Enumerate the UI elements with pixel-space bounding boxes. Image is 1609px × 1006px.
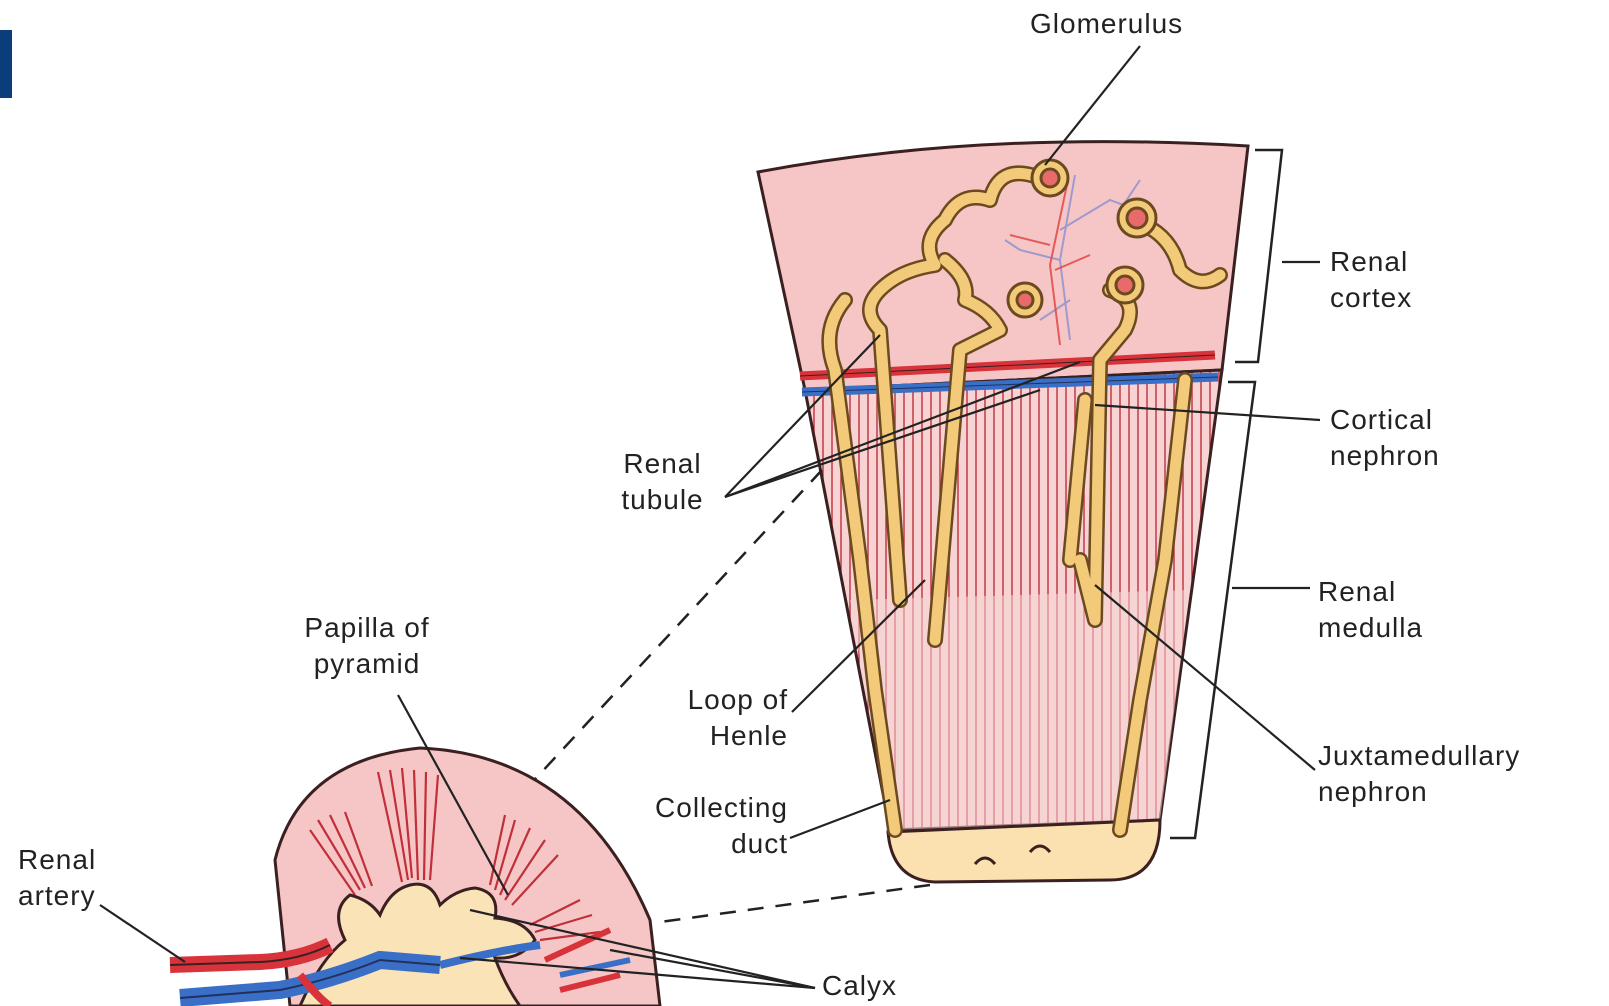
calyx-label: Calyx xyxy=(822,968,897,1004)
cortical-nephron-label: Cortical nephron xyxy=(1330,402,1440,474)
renal-cortex-label-line1: Renal xyxy=(1330,244,1412,280)
renal-artery-label-line2: artery xyxy=(18,878,96,914)
renal-medulla-label-line2: medulla xyxy=(1318,610,1423,646)
juxta-label-line1: Juxtamedullary xyxy=(1318,738,1520,774)
glomerulus xyxy=(1008,283,1042,317)
juxtamedullary-nephron-label: Juxtamedullary nephron xyxy=(1318,738,1520,810)
glomerulus xyxy=(1107,267,1143,303)
loop-of-henle-label: Loop of Henle xyxy=(640,682,788,754)
collecting-label-line1: Collecting xyxy=(600,790,788,826)
papilla-label-line1: Papilla of xyxy=(282,610,452,646)
renal-medulla-label: Renal medulla xyxy=(1318,574,1423,646)
cortical-nephron-label-line1: Cortical xyxy=(1330,402,1440,438)
renal-cortex-label: Renal cortex xyxy=(1330,244,1412,316)
juxta-label-line2: nephron xyxy=(1318,774,1520,810)
renal-cortex-label-line2: cortex xyxy=(1330,280,1412,316)
glomerulus xyxy=(1118,199,1156,237)
loop-label-line1: Loop of xyxy=(640,682,788,718)
renal-tubule-label: Renal tubule xyxy=(600,446,725,518)
collecting-label-line2: duct xyxy=(600,826,788,862)
renal-artery-leader xyxy=(100,905,185,962)
renal-medulla-label-line1: Renal xyxy=(1318,574,1423,610)
collecting-duct-leader xyxy=(790,800,890,838)
renal-tubule-label-line1: Renal xyxy=(600,446,725,482)
renal-artery-label: Renal artery xyxy=(18,842,96,914)
glomerulus-label: Glomerulus xyxy=(1030,6,1183,42)
cortical-nephron-label-line2: nephron xyxy=(1330,438,1440,474)
glomerulus xyxy=(1032,160,1068,196)
kidney-cross-section xyxy=(170,748,660,1006)
renal-artery-label-line1: Renal xyxy=(18,842,96,878)
renal-tubule-label-line2: tubule xyxy=(600,482,725,518)
papilla-label-line2: pyramid xyxy=(282,646,452,682)
loop-label-line2: Henle xyxy=(640,718,788,754)
collecting-duct-label: Collecting duct xyxy=(600,790,788,862)
kidney-section-wedge xyxy=(758,142,1248,882)
papilla-of-pyramid-label: Papilla of pyramid xyxy=(282,610,452,682)
